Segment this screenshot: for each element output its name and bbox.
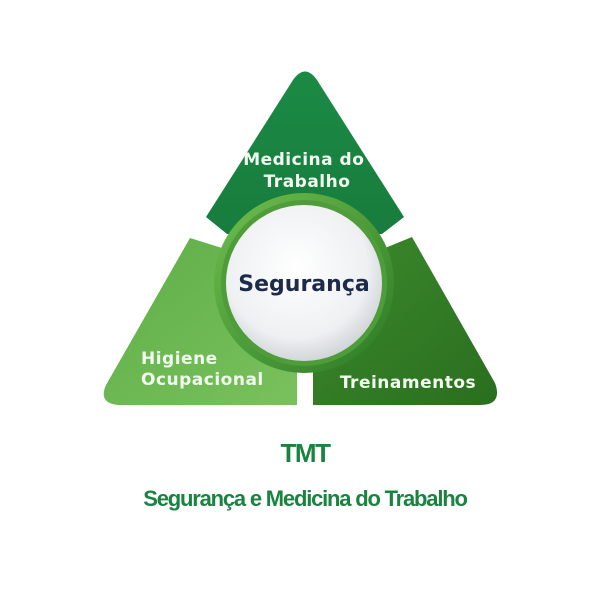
- segment-left-label-line1: Higiene: [141, 349, 218, 369]
- segment-top-label-line1: Medicina do: [243, 150, 364, 170]
- center-circle: Segurança: [214, 193, 394, 373]
- segment-top-medicina: Medicina do Trabalho: [206, 71, 404, 234]
- segment-left-label-line2: Ocupacional: [141, 370, 264, 390]
- segment-left-higiene: Higiene Ocupacional: [103, 238, 297, 405]
- center-label: Segurança: [238, 272, 369, 297]
- caption-title: TMT: [281, 438, 332, 468]
- segment-left-label: Higiene Ocupacional: [141, 349, 264, 390]
- segment-right-label: Treinamentos: [340, 373, 476, 393]
- segment-top-label-line2: Trabalho: [264, 172, 351, 192]
- segment-right-treinamentos: Treinamentos: [313, 237, 498, 405]
- caption-subtitle: Segurança e Medicina do Trabalho: [143, 486, 467, 511]
- segment-top-label: Medicina do Trabalho: [243, 150, 371, 192]
